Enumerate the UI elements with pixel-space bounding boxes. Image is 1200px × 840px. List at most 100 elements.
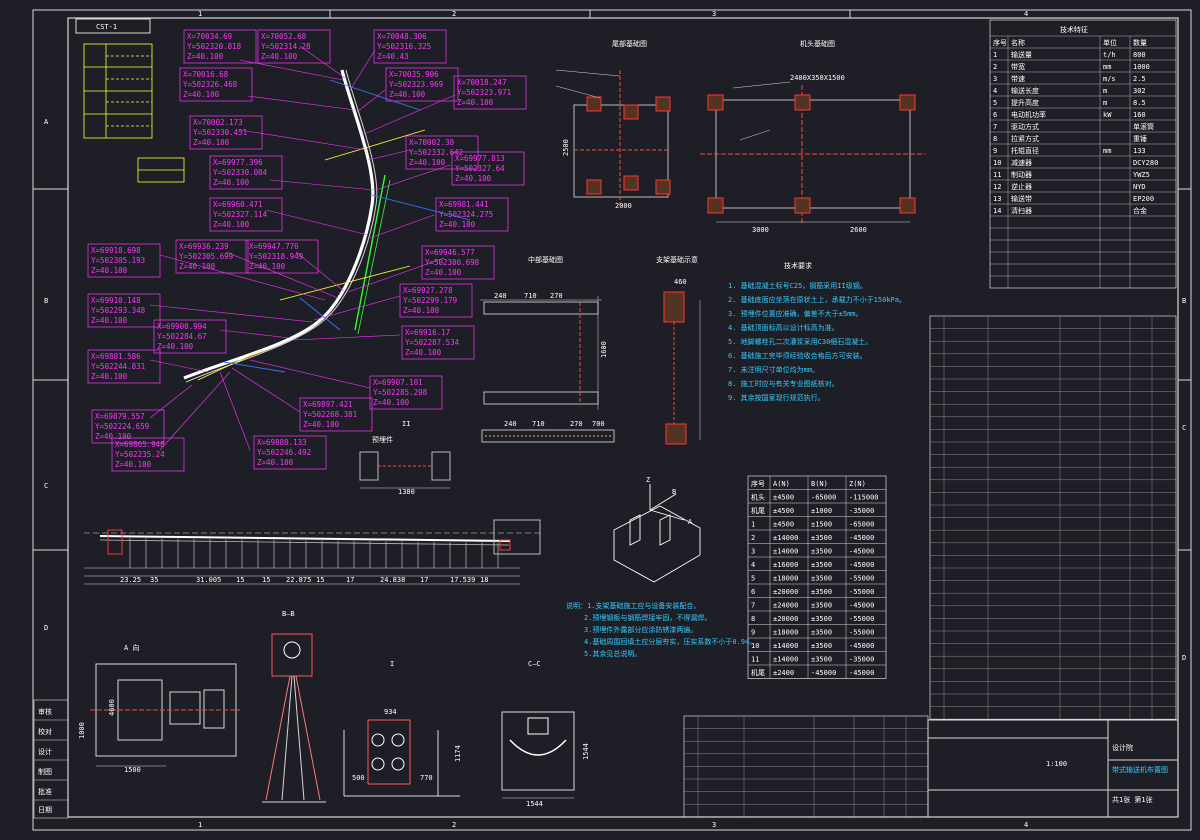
load-table-cell: 6	[751, 588, 755, 596]
load-table-cell: -55000	[849, 588, 874, 596]
coord-x: X=69880.133	[257, 438, 307, 447]
coord-x: X=69865.948	[115, 440, 165, 449]
load-table-cell: ±3500	[811, 615, 832, 623]
spec-table-cell: 减速器	[1011, 158, 1032, 167]
coord-y: Y=502323.969	[389, 80, 443, 89]
coord-y: Y=502332.642	[409, 148, 463, 157]
drawing-code-box: CST-1	[75, 18, 151, 34]
head-dim-2600: 2600	[850, 226, 867, 234]
load-table-cell: -45000	[849, 548, 874, 556]
row-label-a: A	[44, 118, 49, 126]
coord-x: X=70052.68	[261, 32, 307, 41]
spec-table-cell: 输送长度	[1011, 86, 1039, 95]
load-table-cell: -55000	[849, 575, 874, 583]
spec-table-cell: NYD	[1133, 183, 1146, 191]
coord-z: Z=40.100	[455, 174, 492, 183]
spec-table-header: 数量	[1133, 38, 1147, 47]
load-table-cell: 9	[751, 629, 755, 637]
head-foundation-view: 机头基础图 2400X350X1500 3000 2600	[700, 39, 925, 234]
coord-z: Z=40.100	[303, 420, 340, 429]
col-label-2-bottom: 2	[452, 821, 456, 829]
note2-line-2: 2.预埋钢板与钢筋焊接牢固，不得漏焊。	[584, 613, 711, 622]
row-label-d-right: D	[1182, 654, 1186, 662]
title-block-scale: 1:100	[1046, 760, 1067, 768]
coord-x: X=69881.586	[91, 352, 141, 361]
title-block-sheet: 共1张 第1张	[1112, 795, 1153, 804]
conveyor-plan-route	[183, 69, 471, 383]
note-line-9: 9. 其余按国家现行规范执行。	[728, 393, 825, 402]
profile-segment-dim: 17	[346, 576, 354, 584]
note2-line-5: 5.其余见总说明。	[584, 649, 641, 658]
view-i-dim-1174: 1174	[454, 745, 462, 762]
spec-table-cell: 3	[993, 75, 997, 83]
spec-table-cell: 12	[993, 183, 1001, 191]
profile-segment-dim: 24.838	[380, 576, 405, 584]
note-line-6: 6. 基础施工完毕须经验收合格后方可安装。	[728, 351, 867, 360]
load-table-cell: ±14000	[773, 656, 798, 664]
load-table-cell: ±3500	[811, 561, 832, 569]
coord-x: X=69946.577	[425, 248, 475, 257]
coord-y: Y=502300.698	[425, 258, 480, 267]
coord-y: Y=502320.818	[187, 42, 242, 51]
mid-dim-240: 240	[494, 292, 507, 300]
load-table-cell: ±14000	[773, 642, 798, 650]
profile-segment-dim: 18	[480, 576, 488, 584]
spec-table-cell: 133	[1133, 147, 1146, 155]
tail-foundation-title: 尾部基础图	[612, 39, 647, 48]
head-dim-3000: 3000	[752, 226, 769, 234]
note-line-5: 5. 地脚螺栓孔二次灌浆采用C30细石混凝土。	[728, 337, 872, 346]
coord-x: X=69918.698	[91, 246, 141, 255]
coord-z: Z=40.100	[249, 262, 286, 271]
load-table-cell: ±3500	[811, 534, 832, 542]
coord-z: Z=40.100	[91, 266, 128, 275]
load-table-cell: ±20000	[773, 588, 798, 596]
stamp-label-6: 日期	[38, 806, 52, 814]
spec-table-cell: 1000	[1133, 63, 1150, 71]
support-foundation-title: 支架基础示意	[656, 255, 698, 264]
spec-table-cell: 拉紧方式	[1011, 134, 1039, 143]
profile-segment-dim: 35	[150, 576, 158, 584]
col-label-2: 2	[452, 10, 456, 18]
bottom-parts-table	[683, 715, 929, 818]
profile-segment-dim: 17	[420, 576, 428, 584]
spec-table-cell: m/s	[1103, 75, 1116, 83]
coord-x: X=70034.69	[187, 32, 232, 41]
spec-table-cell: 2	[993, 63, 997, 71]
view-ii-dim-1380: 1380	[398, 488, 415, 496]
spec-table-cell: 1	[993, 51, 997, 59]
axis-a-label: A	[688, 518, 693, 526]
middle-foundation-title: 中部基础图	[528, 255, 563, 264]
coord-y: Y=502327.114	[213, 210, 268, 219]
note-line-4: 4. 基础顶面标高以设计标高为准。	[728, 323, 839, 332]
load-table-cell: 机尾	[751, 506, 765, 515]
spec-table-cell: m	[1103, 99, 1107, 107]
load-table-cell: 机尾	[751, 668, 765, 677]
coord-y: Y=502293.348	[91, 306, 146, 315]
coord-z: Z=40.100	[193, 138, 230, 147]
view-cc-dim-1544: 1544	[526, 800, 543, 808]
spec-table-cell: 清扫器	[1011, 206, 1032, 215]
profile-segment-dim: 15	[236, 576, 244, 584]
load-table-cell: 7	[751, 602, 755, 610]
spec-table-header: 名称	[1011, 38, 1025, 47]
coord-z: Z=40.100	[403, 306, 440, 315]
view-cc-dim-1544b: 1544	[582, 743, 590, 760]
support-dim-460: 460	[674, 278, 687, 286]
load-table-header: B(N)	[811, 480, 828, 488]
coord-y: Y=502305.699	[179, 252, 233, 261]
coord-x: X=69977.396	[213, 158, 263, 167]
load-table-cell: ±3500	[811, 588, 832, 596]
spec-table-cell: 逆止器	[1011, 182, 1032, 191]
stamp-label-1: 审核	[38, 707, 52, 716]
row-label-c: C	[44, 482, 48, 490]
spec-table-title: 技术特征	[1060, 25, 1088, 34]
coord-y: Y=502305.193	[91, 256, 145, 265]
coord-x: X=70048.306	[377, 32, 427, 41]
load-table-cell: -45000	[849, 642, 874, 650]
